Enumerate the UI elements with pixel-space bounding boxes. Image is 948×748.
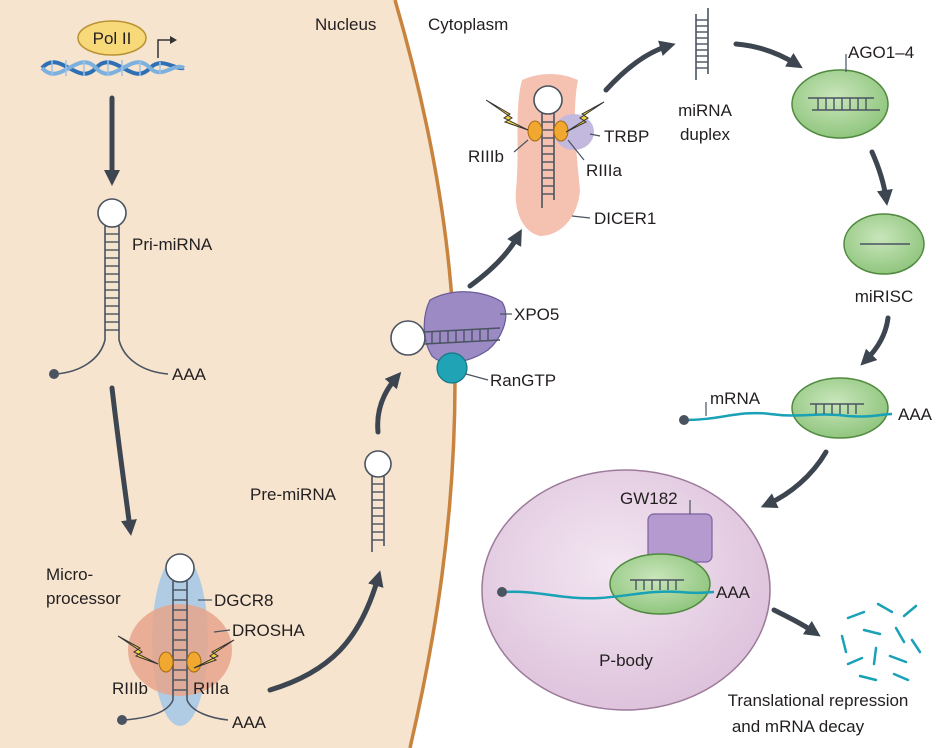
dicer1-label: DICER1: [594, 209, 656, 228]
pol2-label: Pol II: [93, 29, 132, 48]
microprocessor-label-1: Micro-: [46, 565, 93, 584]
mrna-cap: [679, 415, 689, 425]
ago-label: AGO1–4: [848, 43, 914, 62]
rangtp-protein: [436, 352, 468, 384]
mrna-strand: [685, 411, 893, 422]
dicer-rnase-a: [553, 120, 569, 142]
arrow-to-export: [375, 371, 402, 435]
dicer-cleavage-bolt-right: [565, 101, 605, 133]
gw182-label: GW182: [620, 489, 678, 508]
arrow-to-pbody: [760, 449, 829, 508]
cytoplasm-label: Cytoplasm: [428, 15, 508, 34]
pbody-bound-guide: [630, 579, 684, 590]
arrow-to-microprocessor: [109, 385, 137, 536]
micro-cleavage-bolt-right: [193, 639, 235, 669]
mrna-polya-label: AAA: [898, 405, 933, 424]
outcome-label-2: and mRNA decay: [732, 717, 865, 736]
dna-helix: [40, 60, 186, 76]
ago-bound-duplex: [808, 97, 880, 111]
micro-riiib-label: RIIIb: [112, 679, 148, 698]
transcription-start-arrowhead: [170, 36, 177, 44]
micro-rnase-a: [186, 651, 202, 673]
pbody-label: P-body: [599, 651, 653, 670]
microprocessor-complex: [117, 553, 235, 726]
nucleus-label: Nucleus: [315, 15, 376, 34]
drosha-label: DROSHA: [232, 621, 305, 640]
pol2-enzyme: [77, 20, 147, 56]
arrow-to-mirisc: [869, 149, 893, 206]
arrow-to-dicer: [467, 229, 522, 289]
ago-complex: [791, 69, 889, 139]
pbody-polya-label: AAA: [716, 583, 751, 602]
pri-mirna-hairpin: [49, 198, 169, 379]
arrow-to-ago: [733, 41, 803, 69]
microprocessor-label-2: processor: [46, 589, 121, 608]
duplex-label-1: miRNA: [678, 101, 732, 120]
degraded-mrna-fragments: [840, 602, 922, 682]
dicer-rnase-b: [527, 120, 543, 142]
trbp-label: TRBP: [604, 127, 649, 146]
pri-mirna-label: Pri-miRNA: [132, 235, 213, 254]
dicer-cleavage-bolt-left: [485, 99, 529, 131]
transcription-start-arrow: [157, 39, 172, 58]
micro-riiia-label: RIIIa: [193, 679, 229, 698]
pri-mirna-polya-label: AAA: [172, 365, 207, 384]
arrow-to-mrna: [860, 315, 891, 366]
pbody-mrna-cap: [497, 587, 507, 597]
mirisc-label: miRISC: [855, 287, 914, 306]
mrna-bound-guide: [810, 403, 864, 414]
micro-rnase-b: [158, 651, 174, 673]
mirna-duplex: [695, 8, 709, 80]
outcome-label-1: Translational repression: [728, 691, 909, 710]
export-complex: [390, 291, 512, 384]
arrow-to-pre-mirna: [267, 570, 384, 693]
micro-polya-label: AAA: [232, 713, 267, 732]
micro-cleavage-bolt-left: [117, 635, 159, 665]
arrow-to-decay: [771, 607, 821, 637]
pre-mirna-label: Pre-miRNA: [250, 485, 337, 504]
nucleus-region: [0, 0, 455, 748]
rangtp-label: RanGTP: [490, 371, 556, 390]
pre-mirna-hairpin: [364, 450, 392, 552]
dicer-riiib-label: RIIIb: [468, 147, 504, 166]
mrna-label: mRNA: [710, 389, 761, 408]
xpo5-protein: [423, 291, 507, 364]
dicer-complex: [485, 74, 605, 236]
dgcr8-label: DGCR8: [214, 591, 274, 610]
arrow-to-duplex: [603, 40, 676, 93]
xpo5-label: XPO5: [514, 305, 559, 324]
duplex-label-2: duplex: [680, 125, 731, 144]
dicer1-protein: [515, 74, 580, 236]
dicer-riiia-label: RIIIa: [586, 161, 622, 180]
pbody-mrna-strand: [503, 590, 715, 600]
